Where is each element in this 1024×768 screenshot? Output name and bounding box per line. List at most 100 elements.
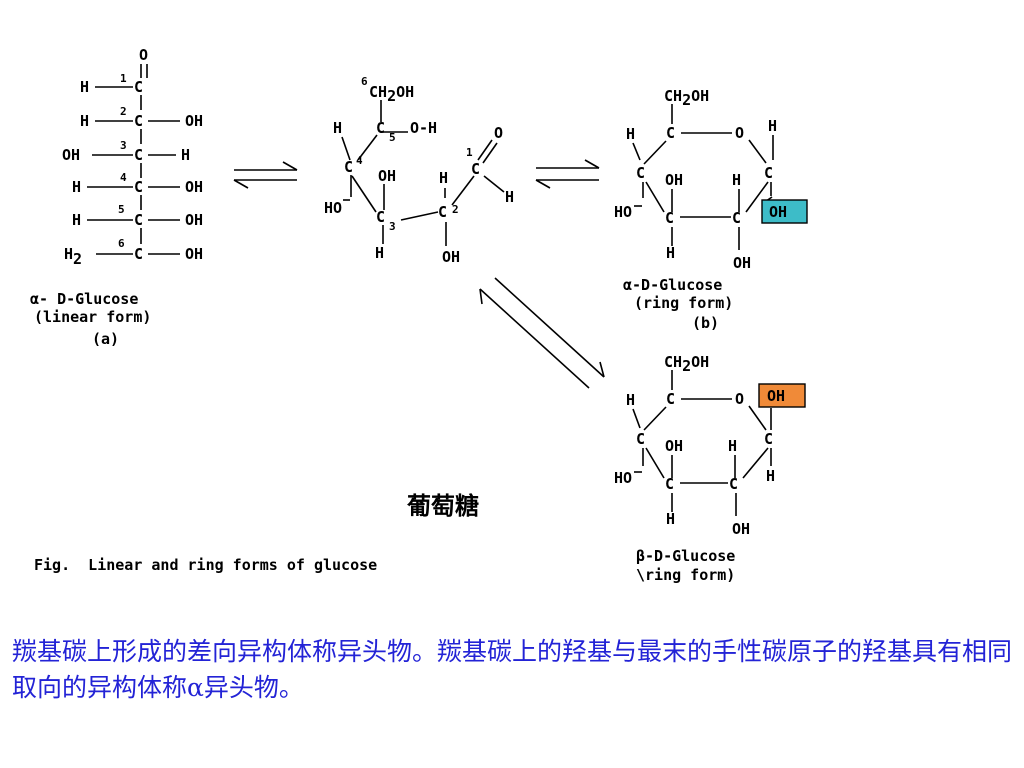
linear-row6-left: H2	[64, 245, 82, 268]
linear-row4-c: C	[134, 178, 143, 196]
equilibrium-arrow-3	[479, 277, 605, 389]
linear-row6-right: OH	[185, 245, 203, 263]
int-o-h: O-H	[410, 119, 437, 137]
int-oh-bottom: OH	[442, 248, 460, 266]
linear-row3-num: 3	[120, 139, 127, 152]
linear-row5-num: 5	[118, 203, 125, 216]
beta-h-right: H	[766, 467, 775, 485]
int-c2-num: 2	[452, 203, 459, 216]
int-c1: C	[471, 160, 480, 178]
alpha-h-tr: H	[768, 117, 777, 135]
linear-row4-num: 4	[120, 171, 127, 184]
linear-row5-left: H	[72, 211, 81, 229]
beta-ho: HO	[614, 469, 632, 487]
linear-row3-right: H	[181, 146, 190, 164]
explanation-note: 羰基碳上形成的差向异构体称异头物。羰基碳上的羟基与最末的手性碳原子的羟基具有相同…	[12, 637, 1013, 702]
linear-row1-c: C	[134, 78, 143, 96]
linear-row2-c: C	[134, 112, 143, 130]
linear-row3-c: C	[134, 146, 143, 164]
beta-h-bottom: H	[666, 510, 675, 528]
int-ho-left: HO	[324, 199, 342, 217]
int-c6-group: CH2OH	[369, 83, 414, 105]
alpha-ch2oh-subscript: 2	[682, 91, 691, 109]
beta-ch2oh: CH2OH	[664, 353, 709, 375]
int-c1-num: 1	[466, 146, 473, 159]
linear-row1-left: H	[80, 78, 89, 96]
linear-row6-c: C	[134, 245, 143, 263]
figure-caption: Fig. Linear and ring forms of glucose	[34, 556, 377, 574]
alpha-c4: C	[636, 164, 645, 182]
linear-row4-left: H	[72, 178, 81, 196]
beta-c3: C	[665, 475, 674, 493]
beta-ch2oh-oh: OH	[691, 353, 709, 371]
alpha-o: O	[735, 124, 744, 142]
alpha-ho: HO	[614, 203, 632, 221]
int-c4: C	[344, 158, 353, 176]
beta-c2: C	[729, 475, 738, 493]
int-h-right: H	[505, 188, 514, 206]
alpha-caption-line3: (b)	[692, 314, 719, 332]
int-h-left: H	[333, 119, 342, 137]
linear-row5-c: C	[134, 211, 143, 229]
beta-oh-highlight: OH	[767, 387, 785, 405]
alpha-h-mid: H	[732, 171, 741, 189]
alpha-caption-line1: α-D-Glucose	[623, 276, 722, 294]
alpha-caption-line2: (ring form)	[634, 294, 733, 312]
beta-o: O	[735, 390, 744, 408]
alpha-oh-bottom: OH	[733, 254, 751, 272]
linear-caption-line2: (linear form)	[34, 308, 151, 326]
beta-oh-highlight-box	[758, 383, 806, 408]
int-o-top: O	[494, 124, 503, 142]
alpha-c3: C	[665, 209, 674, 227]
linear-row2-num: 2	[120, 105, 127, 118]
beta-caption-line2: \ring form)	[636, 566, 735, 584]
linear-row3-left: OH	[62, 146, 80, 164]
linear-row4-right: OH	[185, 178, 203, 196]
beta-oh-mid: OH	[665, 437, 683, 455]
int-h-mid: H	[439, 169, 448, 187]
linear-row5-right: OH	[185, 211, 203, 229]
alpha-oh-highlight: OH	[769, 203, 787, 221]
chinese-title: 葡萄糖	[406, 492, 479, 520]
linear-caption-line3: (a)	[92, 330, 119, 348]
beta-ring-form: CH2OH H C O OH C OH H C H HO C C H OH β-…	[614, 353, 806, 584]
beta-c1: C	[764, 430, 773, 448]
linear-row6-subscript: 2	[73, 250, 82, 268]
equilibrium-arrow-2	[535, 159, 600, 189]
int-c5-num: 5	[389, 131, 396, 144]
linear-caption-line1: α- D-Glucose	[30, 290, 138, 308]
beta-oh-bottom: OH	[732, 520, 750, 538]
beta-caption-line1: β-D-Glucose	[636, 547, 735, 565]
alpha-c5: C	[666, 124, 675, 142]
alpha-c1: C	[764, 164, 773, 182]
linear-form: O H 1 C H 2 C OH OH 3 C H H 4 C OH H	[30, 46, 203, 348]
alpha-h-tl: H	[626, 125, 635, 143]
linear-row2-right: OH	[185, 112, 203, 130]
beta-ch2oh-subscript: 2	[682, 357, 691, 375]
int-c6-oh: OH	[396, 83, 414, 101]
beta-h-mid: H	[728, 437, 737, 455]
beta-c4: C	[636, 430, 645, 448]
intermediate-form: 6 CH2OH H C 5 O-H C 4 OH HO C 3 H C 2 H …	[324, 75, 514, 266]
int-c2: C	[438, 203, 447, 221]
linear-row2-left: H	[80, 112, 89, 130]
linear-o-label: O	[139, 46, 148, 64]
alpha-oh-mid: OH	[665, 171, 683, 189]
alpha-oh-highlight-box	[761, 199, 808, 224]
beta-c5: C	[666, 390, 675, 408]
int-c6-subscript: 2	[387, 87, 396, 105]
beta-h-tl: H	[626, 391, 635, 409]
alpha-ch2oh-oh: OH	[691, 87, 709, 105]
int-h-bottom: H	[375, 244, 384, 262]
alpha-c2: C	[732, 209, 741, 227]
linear-row1-num: 1	[120, 72, 127, 85]
glucose-forms-diagram: O H 1 C H 2 C OH OH 3 C H H 4 C OH H	[30, 46, 808, 584]
int-c5: C	[376, 119, 385, 137]
int-c6-num: 6	[361, 75, 368, 88]
alpha-ring-form: CH2OH H C O H C OH H C OH HO C C H OH α-…	[614, 87, 808, 332]
alpha-ch2oh: CH2OH	[664, 87, 709, 109]
int-oh-top: OH	[378, 167, 396, 185]
int-c3: C	[376, 208, 385, 226]
int-c4-num: 4	[356, 154, 363, 167]
linear-row6-num: 6	[118, 237, 125, 250]
